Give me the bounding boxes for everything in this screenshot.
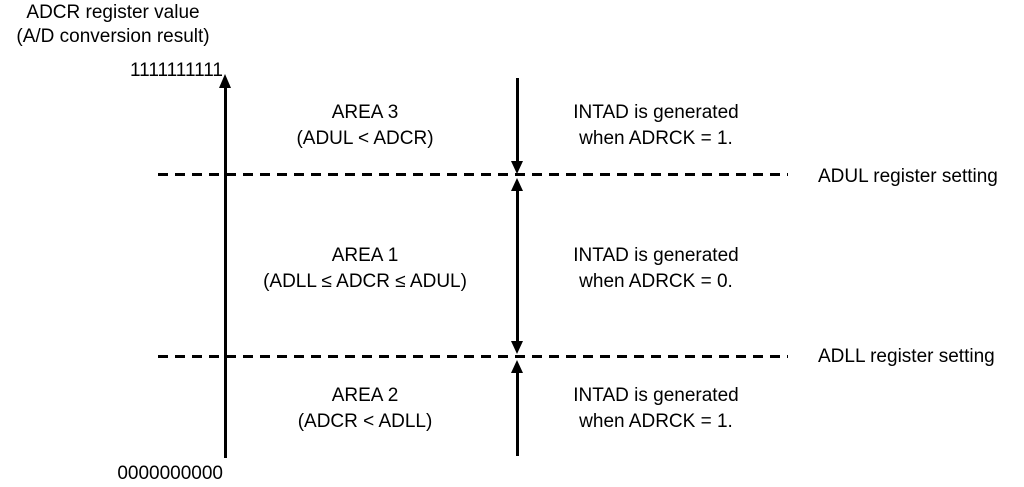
area1-down-arrowhead-icon (511, 341, 523, 354)
area3-label-block: AREA 3 (ADUL < ADCR) (215, 100, 515, 152)
area2-interrupt-line1: INTAD is generated (573, 385, 739, 406)
area3-interrupt-text: INTAD is generated when ADRCK = 1. (545, 100, 767, 152)
area2-label-block: AREA 2 (ADCR < ADLL) (215, 383, 515, 435)
area2-interrupt-line2: when ADRCK = 1. (579, 411, 733, 432)
area3-interrupt-line1: INTAD is generated (573, 102, 739, 123)
area2-name: AREA 2 (331, 385, 399, 406)
area2-condition: (ADCR < ADLL) (297, 411, 433, 432)
area1-label-block: AREA 1 (ADLL ≤ ADCR ≤ ADUL) (215, 243, 515, 295)
area1-condition: (ADLL ≤ ADCR ≤ ADUL) (263, 271, 467, 292)
area3-down-arrowhead-icon (511, 161, 523, 174)
area1-interrupt-line2: when ADRCK = 0. (579, 271, 733, 292)
area2-range-arrow-line (516, 371, 519, 456)
axis-line (224, 86, 227, 458)
axis-max-value: 1111111111 (130, 60, 223, 81)
area1-interrupt-line1: INTAD is generated (573, 245, 739, 266)
area3-name: AREA 3 (331, 102, 399, 123)
axis-up-arrowhead-icon (219, 74, 231, 88)
area3-condition: (ADUL < ADCR) (296, 128, 434, 149)
area3-range-arrow-line (516, 78, 519, 164)
area1-up-arrowhead-icon (511, 178, 523, 191)
area1-range-arrow-line (516, 189, 519, 343)
axis-min-value: 0000000000 (117, 463, 223, 484)
adul-threshold-label: ADUL register setting (818, 166, 998, 187)
area3-interrupt-line2: when ADRCK = 1. (579, 128, 733, 149)
adll-threshold-line (158, 355, 788, 358)
adll-threshold-label: ADLL register setting (818, 346, 995, 367)
area2-interrupt-text: INTAD is generated when ADRCK = 1. (545, 383, 767, 435)
axis-title-line1: ADCR register value (26, 2, 200, 23)
adul-threshold-line (158, 173, 788, 176)
area2-up-arrowhead-icon (511, 360, 523, 373)
axis-title-line2: (A/D conversion result) (16, 26, 210, 47)
area1-name: AREA 1 (331, 245, 399, 266)
area1-interrupt-text: INTAD is generated when ADRCK = 0. (545, 243, 767, 295)
axis-title: ADCR register value (A/D conversion resu… (0, 1, 226, 49)
